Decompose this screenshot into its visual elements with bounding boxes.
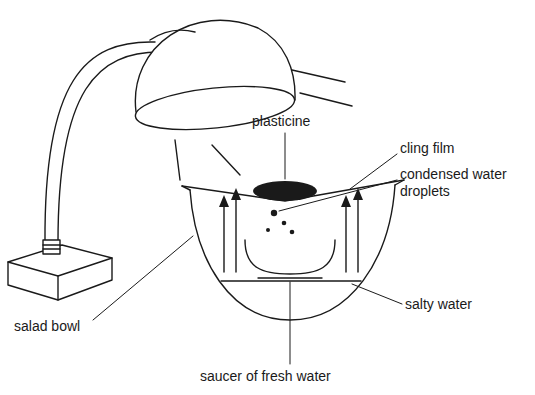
part-label: plasticine — [252, 113, 310, 130]
leader-line — [93, 236, 193, 320]
leader-line — [285, 133, 286, 179]
arrow-head — [219, 195, 229, 207]
part-label: salad bowl — [14, 318, 80, 335]
leader-line — [352, 284, 402, 304]
part-label: condensed water droplets — [400, 166, 522, 200]
light-ray — [212, 145, 240, 175]
salad-bowl — [190, 185, 395, 320]
arrow-head — [231, 188, 241, 200]
water-droplet — [290, 230, 295, 235]
plasticine-lump — [253, 181, 317, 201]
part-label: salty water — [405, 296, 472, 313]
salty-water-surface — [221, 280, 361, 281]
arrow-head — [341, 195, 351, 207]
light-ray — [292, 70, 345, 82]
leader-line — [279, 180, 397, 211]
leader-line — [350, 154, 397, 189]
leader-line — [290, 282, 291, 364]
vapour-arrow-shaft — [224, 198, 358, 272]
lamp-joint-rings — [43, 245, 60, 249]
saucer — [245, 240, 335, 274]
lamp-base-side — [8, 258, 112, 300]
lamp-base-edge — [57, 276, 58, 300]
part-label: saucer of fresh water — [200, 368, 331, 385]
light-ray — [300, 93, 352, 106]
lamp-joint — [43, 240, 60, 254]
light-ray — [175, 140, 180, 180]
lamp-base-top — [8, 245, 112, 276]
water-droplet — [282, 221, 287, 226]
part-label: cling film — [400, 140, 454, 157]
lamp-shade-detail — [150, 30, 195, 40]
cling-film — [182, 180, 404, 201]
water-droplet — [271, 210, 277, 216]
water-droplet — [266, 228, 270, 232]
saucer-foot — [258, 277, 322, 278]
